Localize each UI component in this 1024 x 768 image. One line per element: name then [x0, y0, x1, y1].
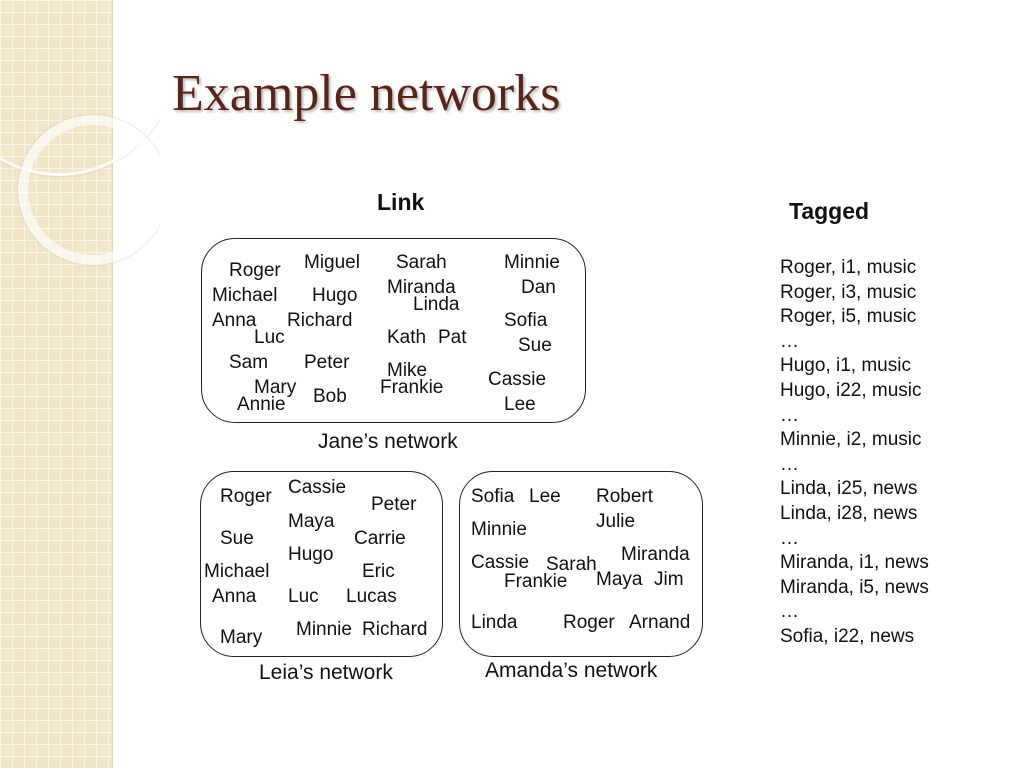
tagged-heading: Tagged [789, 198, 870, 224]
amanda-network-member: Julie [596, 511, 636, 532]
jane-network-member: Sue [518, 335, 552, 356]
jane-network-member: Frankie [380, 377, 444, 398]
leia-network-member: Anna [212, 586, 257, 607]
leia-network-member: Carrie [354, 528, 406, 549]
leia-network-member: Cassie [288, 477, 347, 498]
jane-network-member: Cassie [488, 369, 547, 390]
jane-network-member: Sofia [504, 310, 548, 331]
leia-network-member: Michael [204, 561, 270, 582]
jane-network-member: Pat [438, 327, 467, 348]
slide-title: Example networks [172, 65, 561, 122]
jane-network-member: Michael [212, 285, 278, 306]
tagged-row: Linda, i28, news [780, 503, 918, 524]
tagged-row: Miranda, i1, news [780, 552, 929, 574]
jane-network-member: Minnie [504, 252, 560, 273]
amanda-network-box [459, 471, 703, 657]
jane-network-member: Sarah [396, 252, 447, 273]
tagged-row: Hugo, i22, music [780, 380, 922, 401]
decorative-rings [0, 0, 160, 300]
tagged-row: Roger, i1, music [780, 257, 917, 278]
leia-network-member: Minnie [296, 619, 352, 640]
amanda-network-member: Sarah [546, 554, 597, 575]
tagged-row: Linda, i25, news [780, 478, 918, 500]
jane-network-member: Hugo [312, 285, 358, 306]
amanda-network-member: Roger [563, 612, 615, 633]
leia-network-caption: Leia’s network [259, 661, 393, 684]
tagged-row: … [780, 527, 799, 549]
jane-network-member: Lee [504, 394, 536, 415]
jane-network-member: Linda [413, 294, 460, 315]
leia-network-member: Luc [288, 586, 319, 607]
amanda-network-caption: Amanda’s network [485, 659, 658, 682]
tagged-row: Miranda, i5, news [780, 576, 929, 598]
leia-network-member: Richard [362, 619, 428, 640]
leia-network-member: Mary [220, 627, 263, 648]
jane-network-caption: Jane’s network [318, 430, 458, 453]
jane-network-member: Kath [387, 327, 427, 348]
jane-network-member: Peter [304, 352, 350, 373]
jane-network-member: Miguel [304, 252, 360, 273]
tagged-row: Minnie, i2, music [780, 429, 922, 451]
amanda-network-member: Miranda [621, 544, 690, 565]
jane-network-member: Miranda [387, 277, 456, 298]
tagged-row: … [780, 330, 799, 352]
leia-network-member: Eric [362, 561, 395, 582]
jane-network-member: Dan [521, 277, 556, 298]
jane-network-member: Mary [254, 377, 297, 398]
tagged-row: … [780, 601, 799, 623]
jane-network-member: Mike [387, 360, 428, 381]
amanda-network-member: Arnand [629, 612, 691, 633]
leia-network-member: Roger [220, 486, 272, 507]
jane-network-member: Bob [313, 386, 347, 407]
decorative-ring-small [18, 115, 160, 265]
leia-network-member: Maya [288, 511, 335, 532]
jane-network-member: Anna [212, 310, 257, 331]
amanda-network-member: Robert [596, 486, 654, 507]
tagged-row: Roger, i5, music [780, 306, 917, 328]
amanda-network-member: Linda [471, 612, 518, 633]
amanda-network-member: Sofia [471, 486, 515, 507]
tagged-row: … [780, 453, 799, 475]
leia-network-box [200, 471, 443, 657]
tagged-row: Hugo, i1, music [780, 355, 911, 377]
tagged-row: Roger, i3, music [780, 281, 917, 303]
amanda-network-member: Frankie [504, 571, 568, 592]
leia-network-member: Peter [371, 494, 417, 515]
jane-network-member: Luc [254, 327, 285, 348]
jane-network-member: Annie [237, 394, 286, 415]
amanda-network-member: Cassie [471, 552, 530, 573]
jane-network-box [201, 238, 586, 423]
amanda-network-member: Minnie [471, 519, 527, 540]
leia-network-member: Hugo [288, 544, 334, 565]
jane-network-member: Sam [229, 352, 269, 373]
amanda-network-member: Lee [529, 486, 561, 507]
leia-network-member: Lucas [346, 586, 397, 607]
leia-network-member: Sue [220, 528, 254, 549]
tagged-row: … [780, 404, 799, 426]
link-heading: Link [377, 189, 425, 215]
jane-network-member: Roger [229, 260, 281, 281]
amanda-network-member: Maya [596, 569, 643, 590]
jane-network-member: Richard [287, 310, 353, 331]
tagged-row: Sofia, i22, news [780, 626, 915, 647]
amanda-network-member: Jim [654, 569, 684, 590]
